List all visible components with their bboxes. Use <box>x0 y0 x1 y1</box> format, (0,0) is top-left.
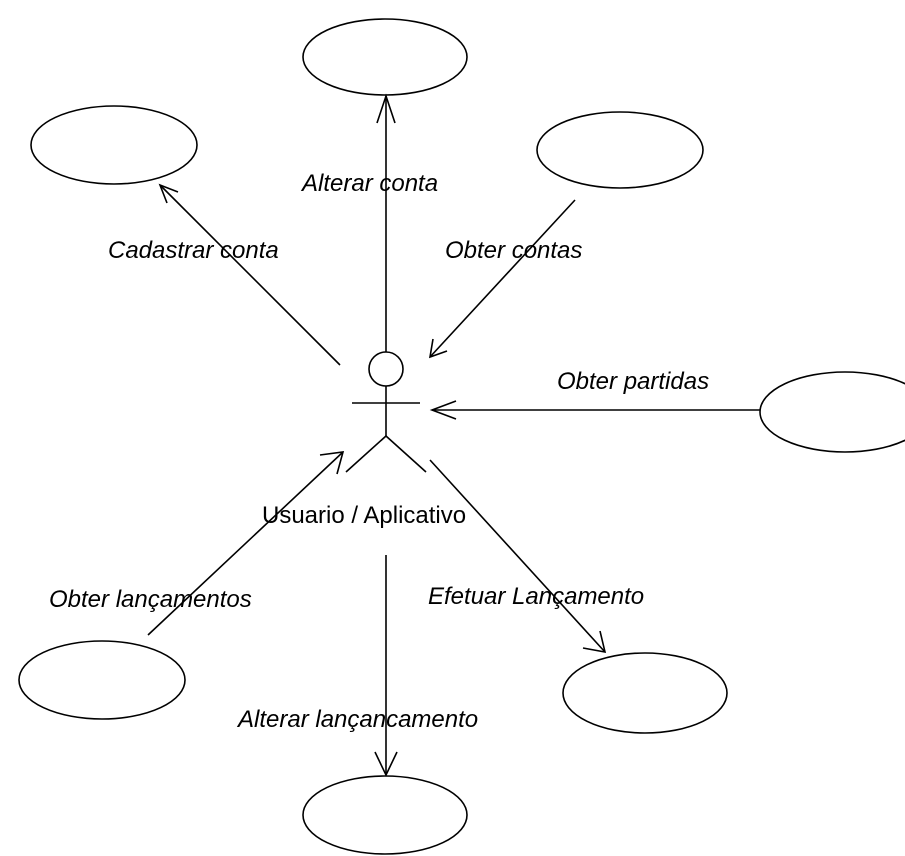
actor-left-leg <box>345 435 387 473</box>
arrowhead <box>429 400 457 420</box>
association-alterar-conta <box>376 93 396 352</box>
actor-right-leg <box>385 435 427 473</box>
arrowhead <box>319 451 345 475</box>
actor-head <box>368 351 404 387</box>
use-case-ellipse-alterar-lancancamento[interactable] <box>302 775 468 855</box>
association-label-alterar-lancancamento: Alterar lançancamento <box>236 706 478 733</box>
use-case-ellipse-obter-lancamentos[interactable] <box>18 640 186 720</box>
association-label-obter-contas: Obter contas <box>445 237 582 264</box>
arrowhead <box>582 630 607 654</box>
use-case-ellipse-obter-partidas[interactable] <box>759 371 905 453</box>
association-cadastrar-conta <box>158 183 341 366</box>
use-case-ellipse-obter-contas[interactable] <box>536 111 704 189</box>
association-label-obter-partidas: Obter partidas <box>557 368 709 395</box>
arrowhead <box>158 183 179 204</box>
association-obter-contas <box>428 199 576 359</box>
use-case-ellipse-alterar-conta[interactable] <box>302 18 468 96</box>
association-alterar-lancancamento <box>374 555 398 777</box>
association-label-cadastrar-conta: Cadastrar conta <box>108 237 279 264</box>
association-efetuar-lancamento <box>429 459 607 654</box>
association-label-efetuar-lancamento: Efetuar Lançamento <box>428 583 644 610</box>
association-label-alterar-conta: Alterar conta <box>300 170 438 197</box>
arrowhead <box>376 93 396 124</box>
arrowhead <box>374 751 398 777</box>
actor-figure[interactable] <box>345 351 427 473</box>
association-label-obter-lancamentos: Obter lançamentos <box>49 586 252 613</box>
association-line <box>429 199 576 358</box>
association-line <box>159 184 341 366</box>
association-line <box>429 459 606 653</box>
arrowhead <box>428 338 448 359</box>
association-obter-partidas <box>429 400 760 420</box>
actor-label: Usuario / Aplicativo <box>262 502 466 529</box>
use-case-ellipse-cadastrar-conta[interactable] <box>30 105 198 185</box>
use-case-ellipse-efetuar-lancamento[interactable] <box>562 652 728 734</box>
association-line <box>147 451 344 636</box>
association-obter-lancamentos <box>147 451 345 636</box>
